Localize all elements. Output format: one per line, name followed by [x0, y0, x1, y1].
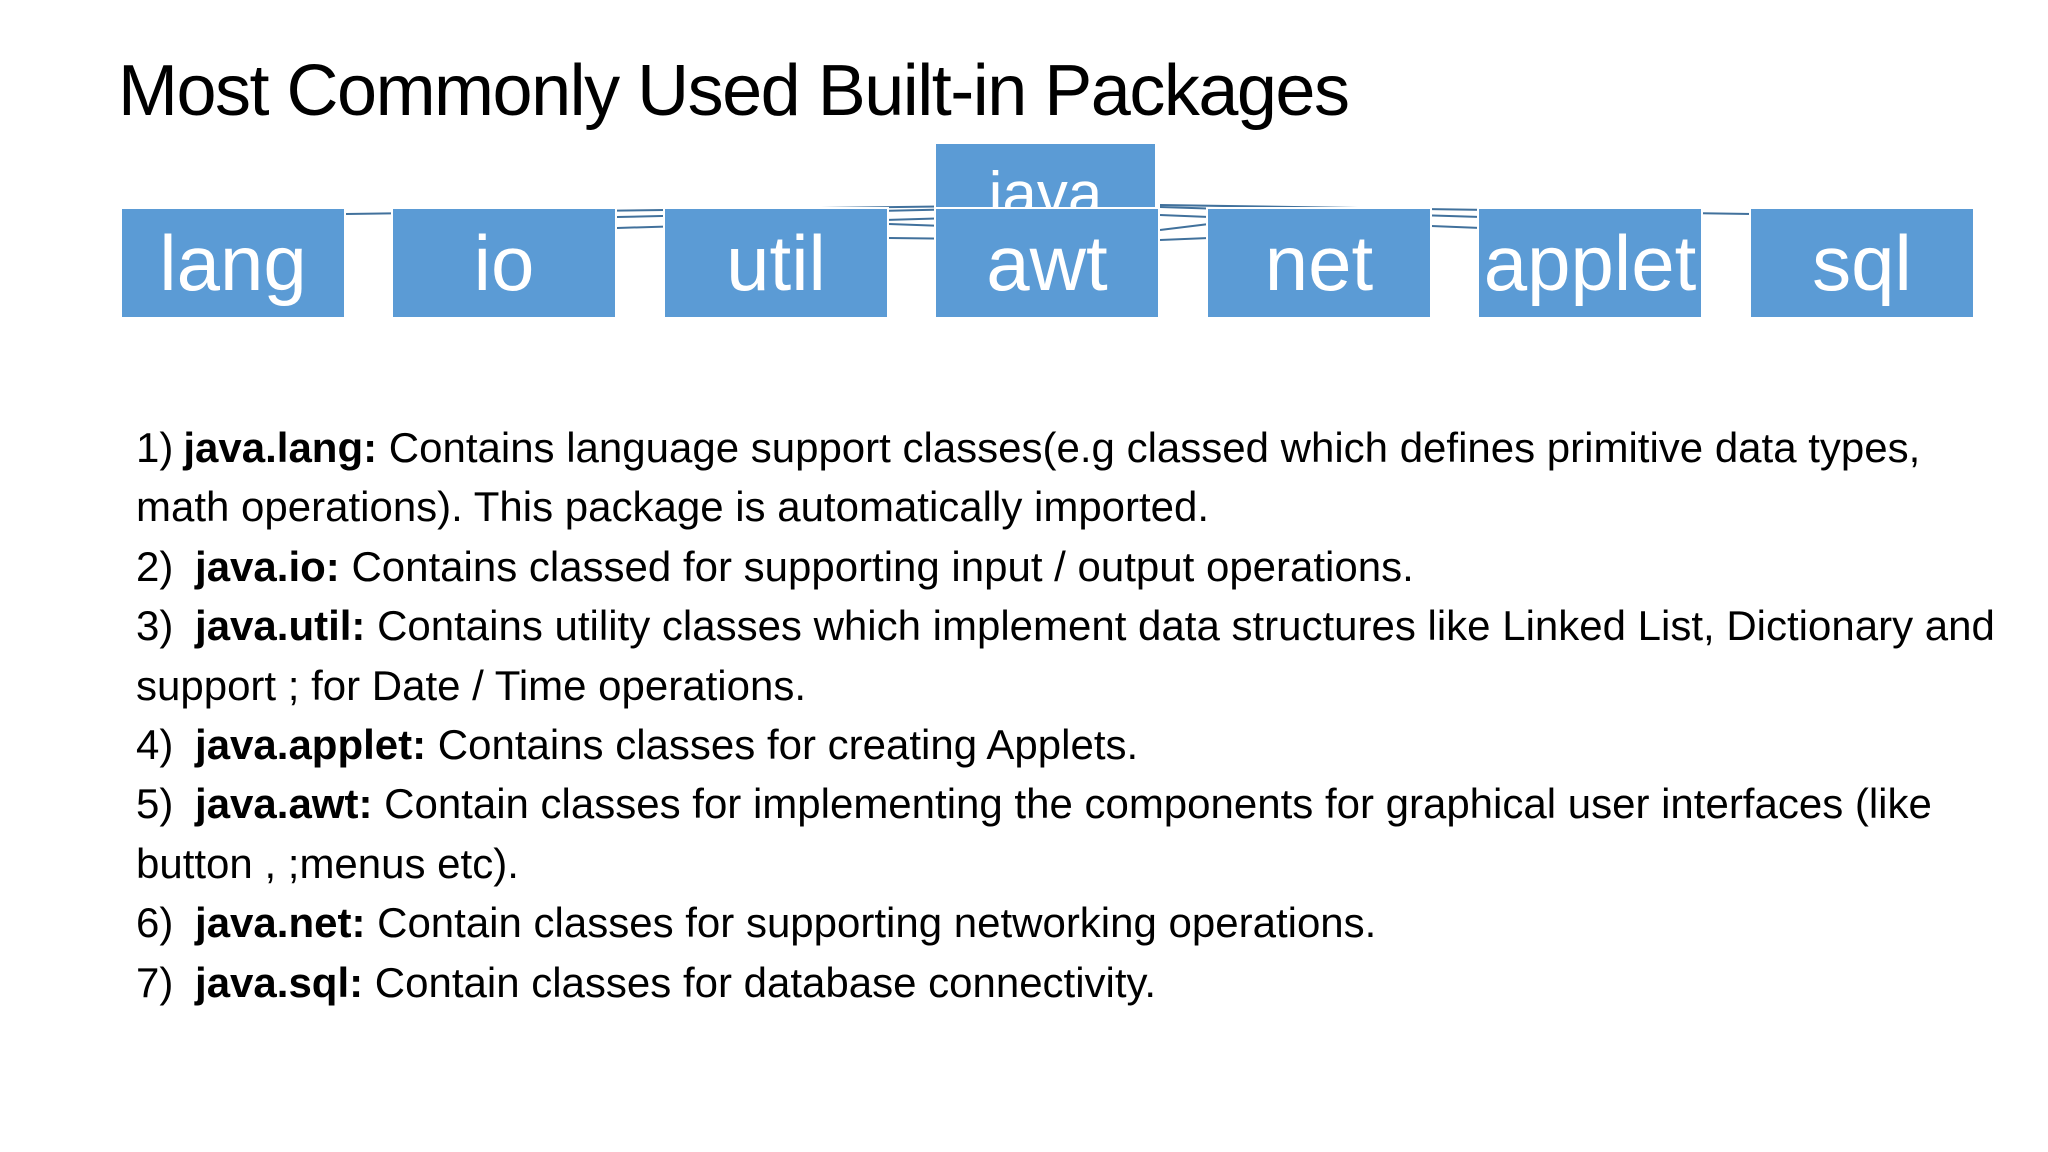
item-description: Contain classes for database connectivit… — [374, 958, 1157, 1006]
package-label-applet: applet — [1483, 219, 1697, 307]
package-box-awt: awt — [934, 207, 1160, 319]
item-number: 3) — [136, 602, 174, 650]
item-package-name: java.net: — [195, 899, 366, 947]
item-description: Contain classes for supporting networkin… — [377, 899, 1377, 947]
item-package-name: java.lang: — [183, 424, 378, 471]
list-item-lang: 1)java.lang: Contains language support c… — [136, 418, 1996, 537]
list-item-io: 2) java.io: Contains classed for support… — [136, 537, 1996, 596]
item-description: Contain classes for implementing the com… — [136, 780, 1932, 887]
slide-title: Most Commonly Used Built-in Packages — [118, 51, 1350, 131]
package-box-io: io — [391, 207, 617, 319]
java-root-box: java — [934, 142, 1157, 210]
item-package-name: java.awt: — [195, 780, 373, 828]
package-label-sql: sql — [1812, 219, 1912, 307]
item-description: Contains classed for supporting input / … — [351, 542, 1414, 590]
package-box-sql: sql — [1749, 207, 1975, 319]
item-number: 7) — [136, 958, 174, 1006]
package-label-util: util — [726, 219, 826, 307]
list-item-util: 3) java.util: Contains utility classes w… — [136, 596, 1996, 715]
connector-net-2 — [1159, 237, 1210, 241]
package-box-applet: applet — [1477, 207, 1703, 319]
list-item-applet: 4) java.applet: Contains classes for cre… — [136, 715, 1996, 774]
list-item-net: 6) java.net: Contain classes for support… — [136, 893, 1996, 952]
package-descriptions: 1)java.lang: Contains language support c… — [136, 418, 1996, 1012]
item-number: 2) — [136, 542, 174, 590]
package-hierarchy-diagram: java lang io util awt net applet sql — [0, 0, 2048, 340]
item-number: 5) — [136, 780, 174, 828]
list-item-sql: 7) java.sql: Contain classes for databas… — [136, 953, 1996, 1012]
package-box-lang: lang — [120, 207, 346, 319]
item-number: 4) — [136, 721, 174, 769]
package-box-util: util — [663, 207, 889, 319]
item-package-name: java.util: — [195, 602, 366, 650]
item-description: Contains language support classes(e.g cl… — [136, 424, 1921, 531]
list-item-awt: 5) java.awt: Contain classes for impleme… — [136, 774, 1996, 893]
java-root-label: java — [988, 160, 1103, 210]
package-label-lang: lang — [159, 219, 307, 307]
package-label-net: net — [1264, 219, 1374, 307]
package-box-net: net — [1206, 207, 1432, 319]
item-package-name: java.applet: — [195, 721, 427, 769]
item-package-name: java.sql: — [195, 958, 364, 1006]
package-label-awt: awt — [986, 219, 1108, 307]
item-number: 6) — [136, 899, 174, 947]
connector-net — [1159, 223, 1210, 231]
item-description: Contains classes for creating Applets. — [437, 721, 1139, 769]
package-label-io: io — [473, 219, 535, 307]
item-description: Contains utility classes which implement… — [136, 602, 1995, 709]
item-package-name: java.io: — [195, 542, 340, 590]
item-number: 1) — [136, 424, 174, 471]
